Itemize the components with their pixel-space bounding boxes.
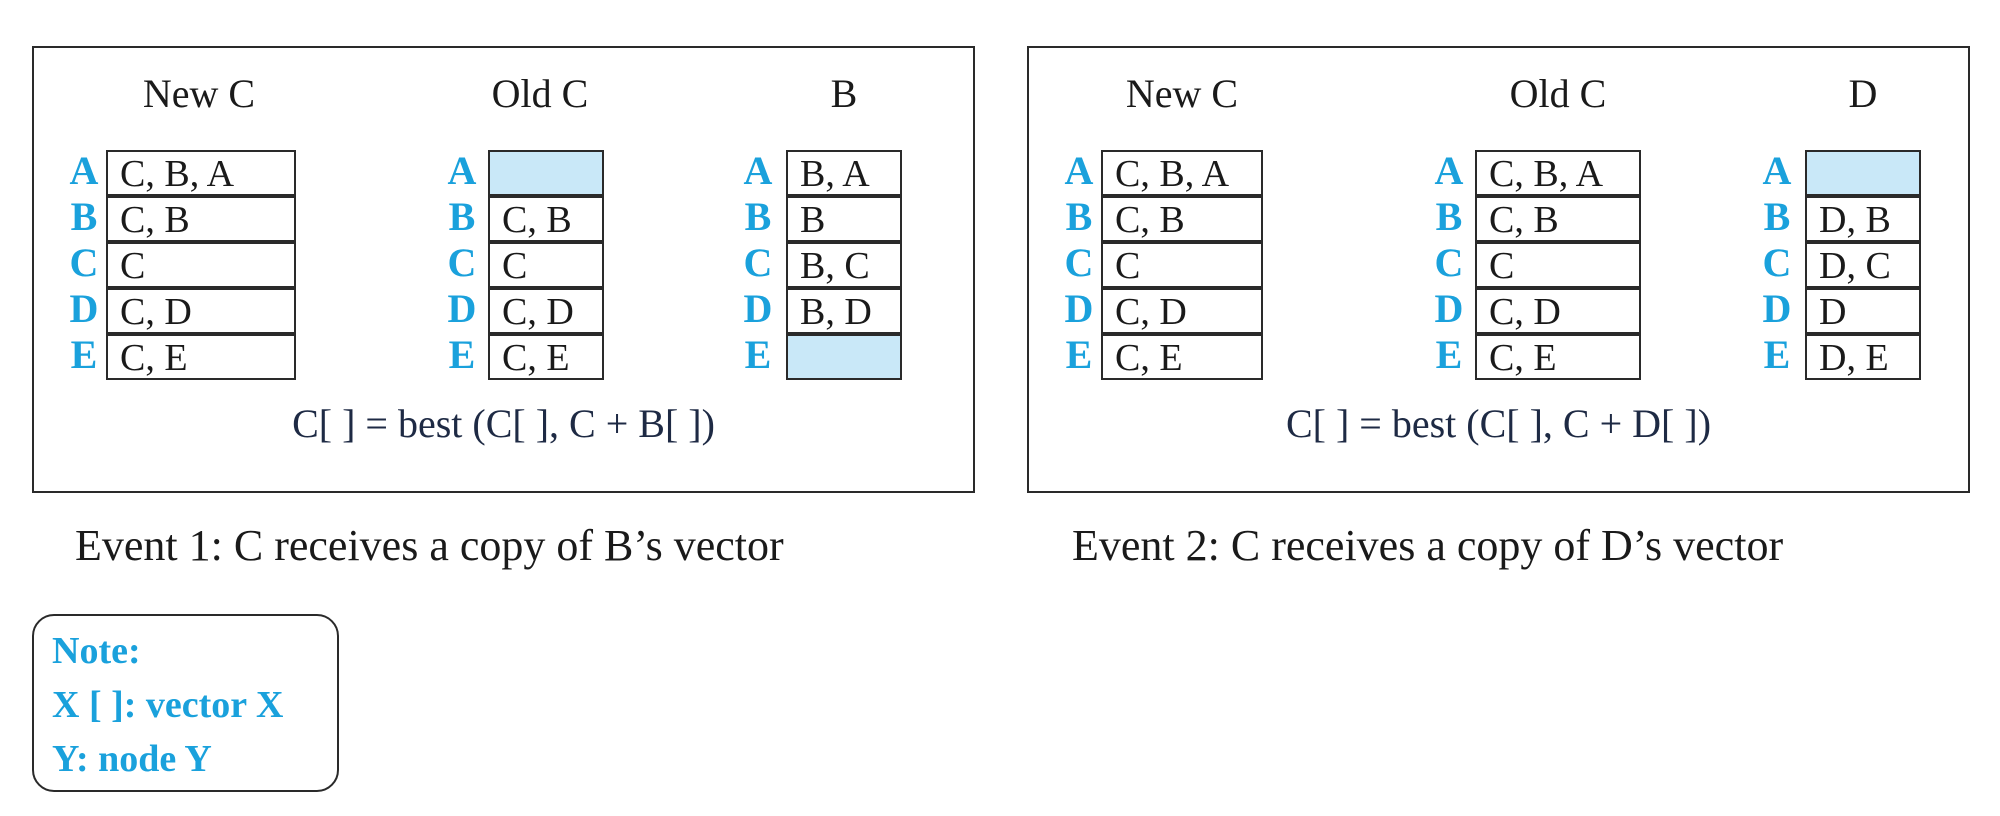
row-label: D	[1762, 286, 1792, 331]
row-label: E	[1065, 332, 1093, 377]
row-label: C	[743, 240, 773, 285]
table-cell: C, B	[106, 196, 296, 242]
table-cell: C, E	[1101, 334, 1263, 380]
row-label: A	[1064, 148, 1094, 193]
row-label: C	[1064, 240, 1094, 285]
note-heading: Note:	[52, 630, 141, 672]
row-label: E	[70, 332, 98, 377]
table-cell: B	[786, 196, 902, 242]
row-label: B	[448, 194, 476, 239]
table-title: Old C	[1509, 71, 1607, 116]
table-cell: C	[1475, 242, 1641, 288]
row-label: E	[744, 332, 772, 377]
table-cell: C, D	[106, 288, 296, 334]
table-title: B	[830, 71, 858, 116]
table-cell: D	[1805, 288, 1921, 334]
table-title: New C	[1125, 71, 1239, 116]
row-label: E	[1763, 332, 1791, 377]
row-label: D	[447, 286, 477, 331]
row-label: A	[1434, 148, 1464, 193]
event-1-panel: New C A C, B, A B C, B C C D C, D E C, E	[32, 46, 975, 493]
note-box: Note: X [ ]: vector X Y: node Y	[32, 614, 339, 792]
table-cell: C, D	[1101, 288, 1263, 334]
row-label: B	[1065, 194, 1093, 239]
row-label: B	[70, 194, 98, 239]
row-label: A	[743, 148, 773, 193]
table-cell: C, D	[488, 288, 604, 334]
empty-cell	[1805, 150, 1921, 196]
row-label: C	[1762, 240, 1792, 285]
table-cell: C	[106, 242, 296, 288]
table-cell: D, B	[1805, 196, 1921, 242]
table-cell: C, E	[488, 334, 604, 380]
update-formula: C[ ] = best (C[ ], C + B[ ])	[292, 401, 715, 446]
empty-cell	[786, 334, 902, 380]
update-formula: C[ ] = best (C[ ], C + D[ ])	[1285, 401, 1712, 446]
table-cell: D, C	[1805, 242, 1921, 288]
event-1-caption: Event 1: C receives a copy of B’s vector	[75, 521, 784, 570]
row-label: E	[448, 332, 476, 377]
row-label: C	[69, 240, 99, 285]
table-cell: C, B, A	[1101, 150, 1263, 196]
row-label: D	[1064, 286, 1094, 331]
table-cell: C, E	[1475, 334, 1641, 380]
row-label: A	[447, 148, 477, 193]
row-label: C	[1434, 240, 1464, 285]
table-cell: C, B, A	[1475, 150, 1641, 196]
row-label: E	[1435, 332, 1463, 377]
row-label: A	[1762, 148, 1792, 193]
table-title: D	[1848, 71, 1878, 116]
table-cell: C, B	[1475, 196, 1641, 242]
event-2-caption: Event 2: C receives a copy of D’s vector	[1072, 521, 1784, 570]
row-label: A	[69, 148, 99, 193]
row-label: B	[744, 194, 772, 239]
event-2-panel: New C A C, B, A B C, B C C D C, D E C, E	[1027, 46, 1970, 493]
table-cell: C	[1101, 242, 1263, 288]
table-cell: B, C	[786, 242, 902, 288]
row-label: D	[69, 286, 99, 331]
table-cell: B, D	[786, 288, 902, 334]
row-label: B	[1763, 194, 1791, 239]
row-label: B	[1435, 194, 1463, 239]
table-cell: B, A	[786, 150, 902, 196]
row-label: D	[743, 286, 773, 331]
table-title: Old C	[491, 71, 589, 116]
table-cell: C, D	[1475, 288, 1641, 334]
empty-cell	[488, 150, 604, 196]
table-title: New C	[142, 71, 256, 116]
note-node-definition: Y: node Y	[52, 738, 212, 780]
table-cell: C, E	[106, 334, 296, 380]
table-cell: C, B	[1101, 196, 1263, 242]
table-cell: D, E	[1805, 334, 1921, 380]
row-label: D	[1434, 286, 1464, 331]
table-cell: C	[488, 242, 604, 288]
note-vector-definition: X [ ]: vector X	[52, 684, 284, 726]
table-cell: C, B, A	[106, 150, 296, 196]
table-cell: C, B	[488, 196, 604, 242]
row-label: C	[447, 240, 477, 285]
